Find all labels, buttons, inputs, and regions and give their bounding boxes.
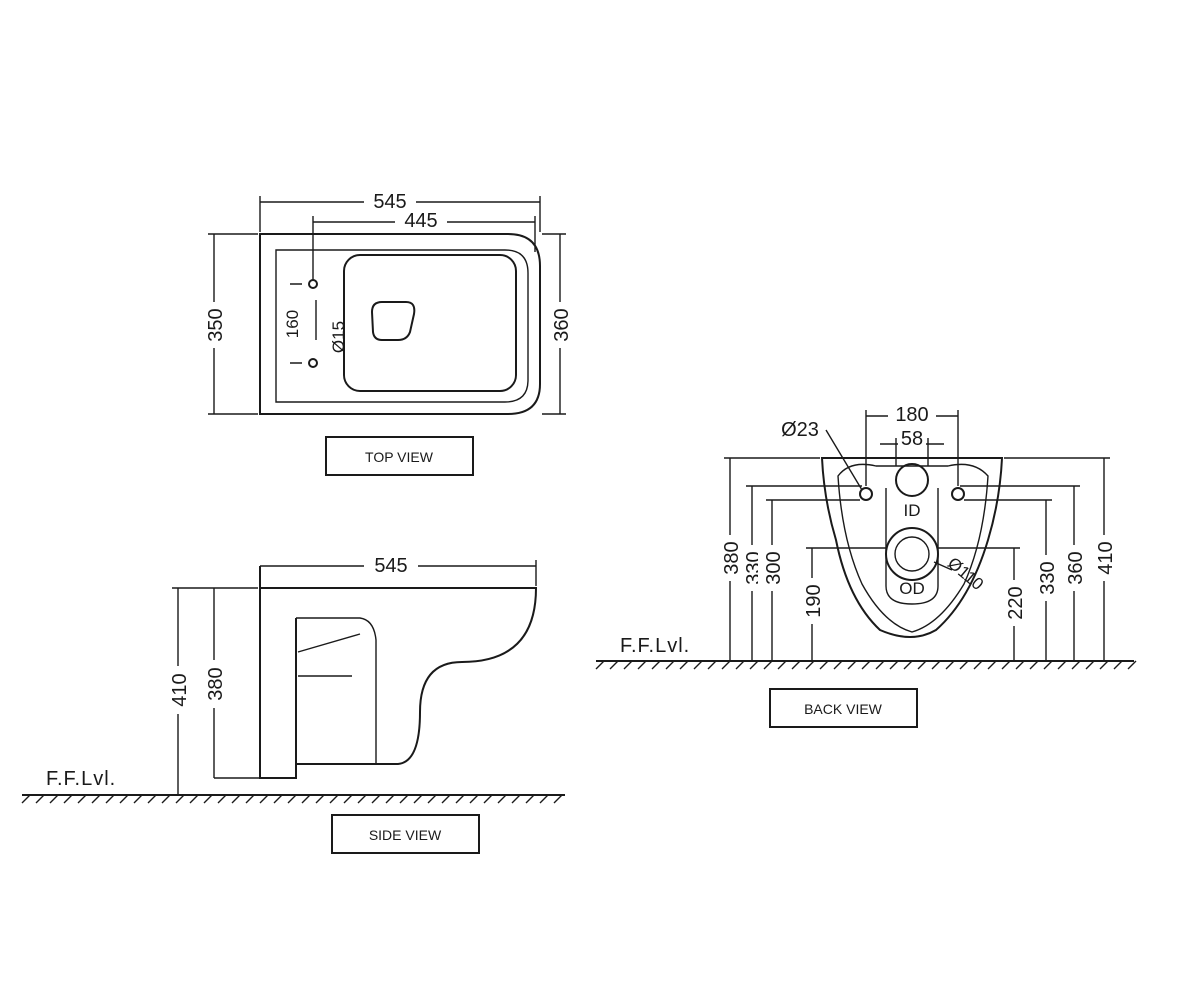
back-view-floor-hatch xyxy=(595,660,1137,670)
back-view-body-inner xyxy=(837,463,989,633)
back-view-dim-180: 180 xyxy=(895,404,928,426)
side-view-dim-410-bg xyxy=(164,666,192,714)
back-view-dim-left-3: 300 xyxy=(763,551,785,584)
back-view-dia-23-leader xyxy=(825,429,863,491)
back-view-dim-right-4-bg xyxy=(1090,535,1118,581)
back-view-bolt-hole-right xyxy=(951,487,965,501)
top-view-hole-leader xyxy=(290,283,317,364)
back-view-outlet-outer xyxy=(885,527,939,581)
side-view-dim-410: 410 xyxy=(169,673,191,706)
back-view-dim-left-4-bg xyxy=(798,578,826,624)
back-view-dim-right-2: 330 xyxy=(1037,561,1059,594)
back-view-outlet-inner xyxy=(894,536,930,572)
top-view-dim-350-bg xyxy=(200,302,228,348)
back-view-bolt-hole-left xyxy=(859,487,873,501)
top-view-dim-160: 160 xyxy=(283,310,302,338)
top-view-dim-dia-15: Ø15 xyxy=(329,321,348,353)
back-view-dim-left-3-bg xyxy=(758,545,786,591)
back-view-dim-right-3: 360 xyxy=(1065,551,1087,584)
side-view-dim-380: 380 xyxy=(205,667,227,700)
back-view-body-outline xyxy=(820,457,1004,638)
top-view-dim-360: 360 xyxy=(551,308,573,341)
side-view-label-box xyxy=(331,814,480,854)
top-view-label-box xyxy=(325,436,474,476)
side-view-dim-545-bg xyxy=(364,550,418,576)
top-view-dim-350: 350 xyxy=(205,308,227,341)
top-view-bowl xyxy=(343,254,517,392)
back-view-label-box xyxy=(769,688,918,728)
side-view-trapway xyxy=(296,617,377,764)
back-view-channel xyxy=(885,488,939,605)
top-view-dim-360-bg xyxy=(547,302,575,348)
back-view-dim-right-4: 410 xyxy=(1095,541,1117,574)
back-view-floor-label: F.F.Lvl. xyxy=(620,635,690,657)
top-view-tap-hole-bottom xyxy=(308,358,318,368)
top-view-outline xyxy=(259,233,541,415)
back-view-dim-58-bg xyxy=(898,428,926,448)
back-view-inlet xyxy=(895,463,929,497)
back-view-id-label: ID xyxy=(904,501,921,520)
back-view: F.F.Lvl. ID OD 180 58 Ø23 Ø110 xyxy=(595,402,1137,728)
back-view-dim-right-3-bg xyxy=(1060,545,1088,591)
side-view-body xyxy=(260,587,538,765)
top-view-dim-445: 445 xyxy=(404,210,437,232)
side-view-label: SIDE VIEW xyxy=(369,827,442,843)
back-view-dim-right-1: 220 xyxy=(1005,586,1027,619)
top-view-drain xyxy=(370,301,416,341)
back-view-dim-left-4: 190 xyxy=(803,584,825,617)
back-view-od-label: OD xyxy=(899,579,925,598)
side-view-floor-label: F.F.Lvl. xyxy=(46,768,116,790)
side-view-wall-plate xyxy=(259,566,297,779)
top-view: 545 445 350 360 160 Ø15 TOP VIEW xyxy=(200,188,575,476)
side-view: F.F.Lvl. 545 410 380 SIDE VIEW xyxy=(21,550,565,854)
back-view-dim-right-1-bg xyxy=(1000,580,1028,626)
side-view-floor-hatch xyxy=(21,794,563,804)
back-view-dia-110-leader xyxy=(933,561,953,571)
side-view-dim-545: 545 xyxy=(374,555,407,577)
back-view-dim-right-2-bg xyxy=(1032,555,1060,601)
back-view-dim-180-bg xyxy=(888,402,936,424)
back-view-dim-dia-23: Ø23 xyxy=(781,419,819,441)
top-view-tap-hole-top xyxy=(308,279,318,289)
top-view-dim-545: 545 xyxy=(373,191,406,213)
back-view-dim-left-1: 380 xyxy=(721,541,743,574)
side-view-dim-380-bg xyxy=(200,660,228,708)
top-view-dim-445-bg xyxy=(395,208,447,230)
back-view-dim-58: 58 xyxy=(901,428,923,450)
back-view-label: BACK VIEW xyxy=(804,701,883,717)
top-view-label: TOP VIEW xyxy=(365,449,434,465)
top-view-inner-outline xyxy=(275,249,529,403)
